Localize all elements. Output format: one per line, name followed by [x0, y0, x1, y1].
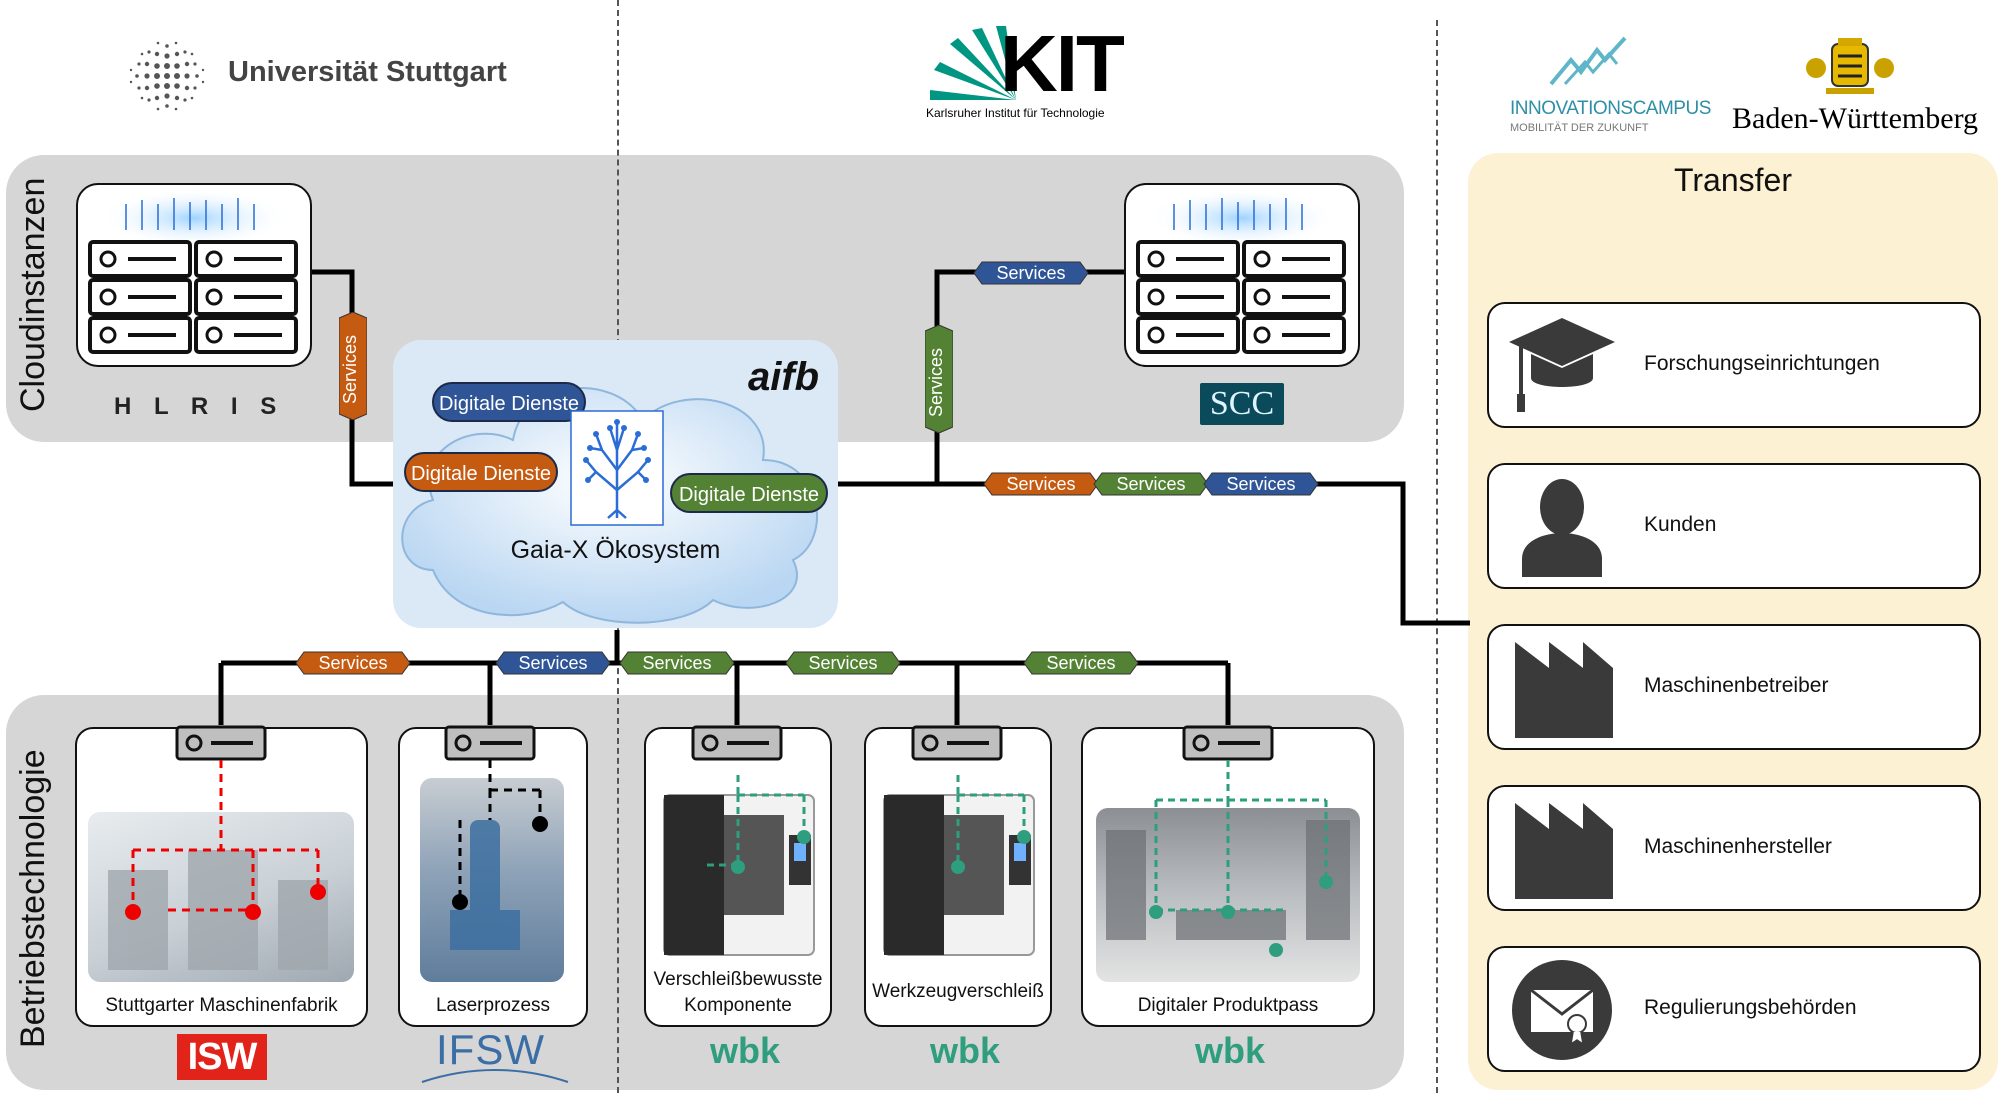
- gaia-x-tree-icon: [570, 410, 664, 526]
- transfer-item-regulierungsbehoerden: Regulierungsbehörden: [1487, 946, 1981, 1072]
- ifsw-logo-swoosh: [421, 1069, 569, 1083]
- services-tag-wbk2-label: Services: [808, 653, 878, 673]
- scc-server-icon: [1136, 190, 1346, 354]
- machine-label-2: Laserprozess: [435, 995, 551, 1016]
- factory-icon: [1515, 642, 1613, 738]
- divider-right: [1436, 20, 1438, 1093]
- certificate-envelope-icon: [1512, 960, 1612, 1060]
- machine-overlay-wbk-lab: [1106, 760, 1350, 957]
- transfer-label-2: Kunden: [1644, 513, 1717, 536]
- machine-photo-cmx-1: [663, 775, 815, 956]
- digital-services-pill-orange: Digitale Dienste: [404, 452, 558, 492]
- services-tag-transfer-green-label: Services: [1116, 474, 1186, 494]
- kit-logo-mark: [930, 26, 1016, 100]
- machine-label-3: Verschleißbewusste Komponente: [653, 969, 823, 1016]
- wbk-logo-1: wbk: [710, 1030, 781, 1071]
- baden-wuerttemberg-logo-text: Baden-Württemberg: [1732, 102, 1979, 135]
- transfer-label-4: Maschinenhersteller: [1644, 835, 1832, 858]
- device-icon-3: [691, 725, 783, 761]
- innovationscampus-logo-text: INNOVATIONSCAMPUS: [1510, 98, 1711, 119]
- scc-logo-text: SCC: [1209, 385, 1275, 422]
- aifb-logo: aifb: [748, 355, 820, 399]
- digital-services-pill-blue: Digitale Dienste: [432, 382, 586, 422]
- machine-photo-cmx-2: [883, 775, 1035, 956]
- wbk-logo-3: wbk: [1195, 1030, 1266, 1071]
- scc-logo: SCC: [1200, 383, 1284, 425]
- person-icon: [1522, 479, 1602, 577]
- transfer-item-forschungseinrichtungen: Forschungseinrichtungen: [1487, 302, 1981, 428]
- services-tag-hlrs: [339, 312, 367, 420]
- services-tag-ifsw-label: Services: [518, 653, 588, 673]
- transfer-label-3: Maschinenbetreiber: [1644, 674, 1829, 697]
- transfer-label-1: Forschungseinrichtungen: [1644, 352, 1880, 375]
- factory-icon: [1515, 803, 1613, 899]
- section-label-transfer: Transfer: [1674, 162, 1792, 198]
- uni-stuttgart-logo-mark: [129, 41, 205, 111]
- services-tag-wbk3-label: Services: [1046, 653, 1116, 673]
- device-icon-1: [175, 725, 267, 761]
- hlrs-logo: H L R I S: [114, 393, 285, 420]
- device-icon-2: [444, 725, 536, 761]
- ifsw-logo: IFSW: [436, 1026, 545, 1073]
- transfer-item-maschinenhersteller: Maschinenhersteller: [1487, 785, 1981, 911]
- transfer-label-5: Regulierungsbehörden: [1644, 996, 1857, 1019]
- machine-label-5: Digitaler Produktpass: [1137, 995, 1319, 1016]
- services-tag-transfer-blue-label: Services: [1226, 474, 1296, 494]
- innovationscampus-logo-subtitle: MOBILITÄT DER ZUKUNFT: [1510, 122, 1649, 134]
- device-icon-5: [1182, 725, 1274, 761]
- services-tag-transfer-orange-label: Services: [1006, 474, 1076, 494]
- services-tag-scc-top-label: Services: [996, 263, 1066, 283]
- transfer-item-maschinenbetreiber: Maschinenbetreiber: [1487, 624, 1981, 750]
- baden-wuerttemberg-coat-of-arms: [1806, 38, 1894, 94]
- digital-services-pill-green: Digitale Dienste: [670, 473, 828, 513]
- hlrs-server-icon: [88, 190, 298, 354]
- device-icon-4: [911, 725, 1003, 761]
- services-tag-scc: [925, 325, 953, 433]
- wbk-logo-2: wbk: [930, 1030, 1001, 1071]
- innovationscampus-logo-mark: [1549, 36, 1627, 86]
- transfer-item-kunden: Kunden: [1487, 463, 1981, 589]
- isw-logo-text: ISW: [187, 1036, 258, 1078]
- uni-stuttgart-logo-text: Universität Stuttgart: [228, 56, 507, 88]
- machine-overlay-isw: [108, 760, 328, 970]
- machine-label-4: Werkzeugverschleiß: [872, 981, 1044, 1002]
- kit-logo-subtitle: Karlsruher Institut für Technologie: [926, 106, 1105, 120]
- isw-logo: ISW: [177, 1034, 267, 1080]
- gaia-x-title: Gaia-X Ökosystem: [510, 536, 721, 564]
- services-tag-isw-label: Services: [318, 653, 388, 673]
- services-tag-wbk1-label: Services: [642, 653, 712, 673]
- machine-overlay-ifsw: [450, 760, 548, 950]
- graduation-cap-icon: [1509, 318, 1615, 412]
- kit-logo-text: KIT: [1000, 19, 1125, 108]
- machine-label-1: Stuttgarter Maschinenfabrik: [105, 995, 338, 1016]
